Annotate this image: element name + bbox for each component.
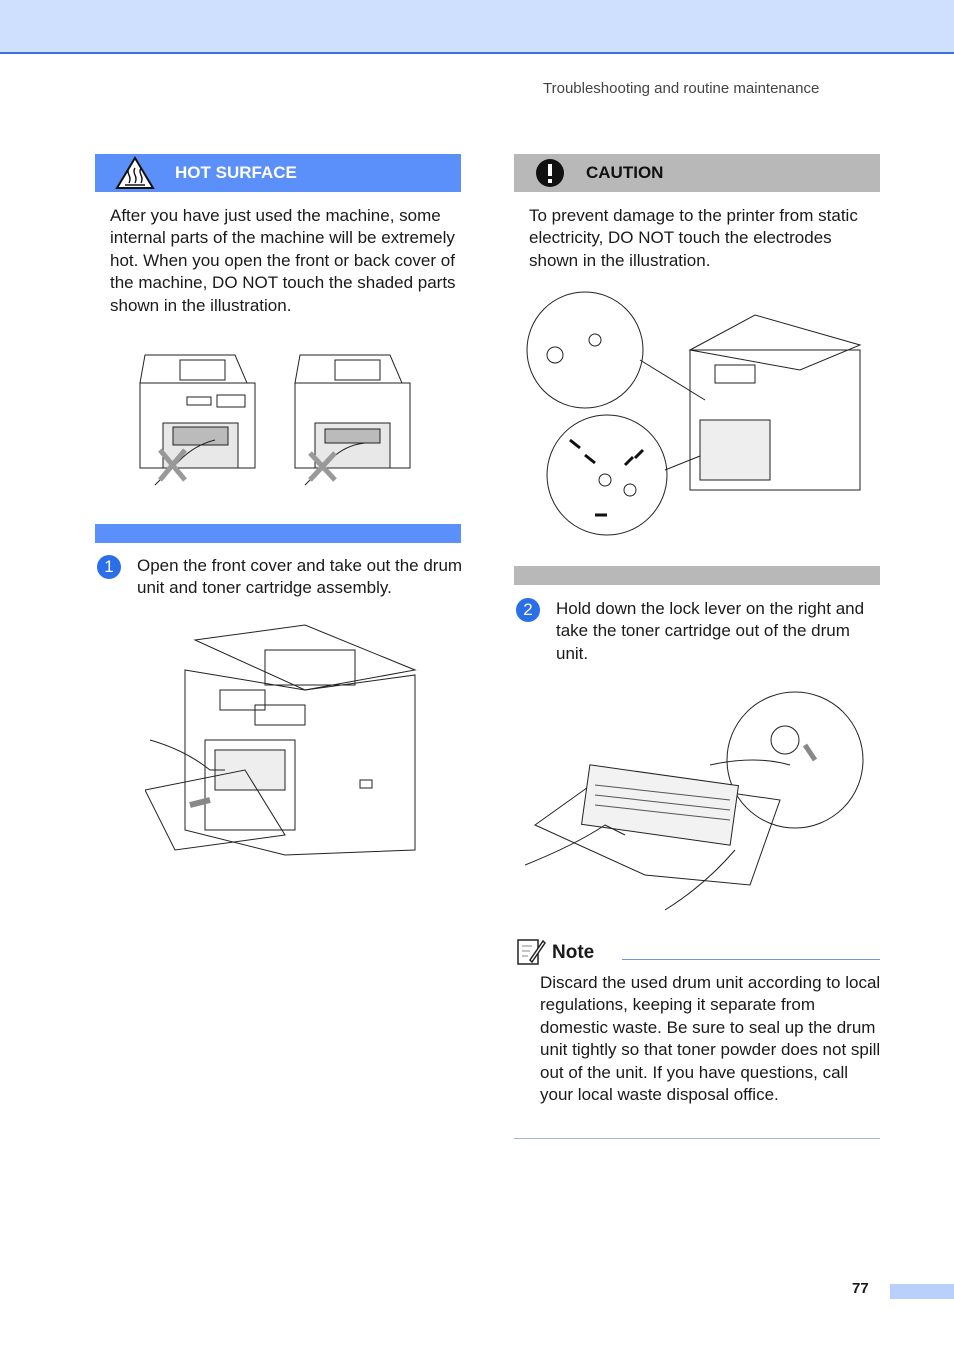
open-front-cover-illustration — [145, 624, 417, 856]
note-header: Note — [516, 938, 880, 968]
electrodes-illustration — [526, 291, 862, 536]
step-number: 1 — [97, 555, 121, 579]
hot-surface-text: After you have just used the machine, so… — [110, 206, 456, 315]
running-header: Troubleshooting and routine maintenance — [543, 80, 820, 97]
step-text: Hold down the lock lever on the right an… — [556, 599, 865, 663]
caution-label: CAUTION — [586, 163, 664, 182]
hot-surface-end-rule — [95, 524, 461, 543]
hot-surface-warning-icon — [95, 156, 175, 190]
note-text: Discard the used drum unit according to … — [540, 973, 881, 1105]
step-number: 2 — [516, 598, 540, 622]
step-2: 2 Hold down the lock lever on the right … — [516, 598, 882, 665]
step-text: Open the front cover and take out the dr… — [137, 556, 463, 598]
hot-surface-banner: HOT SURFACE — [95, 154, 461, 192]
note-rule — [622, 958, 880, 960]
page-tab — [890, 1284, 954, 1299]
remove-toner-illustration — [525, 691, 864, 911]
hot-surface-illustration — [139, 354, 411, 486]
step-1: 1 Open the front cover and take out the … — [97, 555, 463, 600]
note-label: Note — [552, 942, 595, 963]
note-end-rule — [514, 1138, 880, 1139]
caution-end-rule — [514, 566, 880, 585]
page-header-band — [0, 0, 954, 54]
note-pencil-icon — [516, 936, 546, 971]
exclamation-icon — [514, 158, 586, 188]
caution-text: To prevent damage to the printer from st… — [529, 206, 858, 270]
page-number: 77 — [852, 1280, 869, 1297]
caution-banner: CAUTION — [514, 154, 880, 192]
hot-surface-label: HOT SURFACE — [175, 163, 297, 182]
